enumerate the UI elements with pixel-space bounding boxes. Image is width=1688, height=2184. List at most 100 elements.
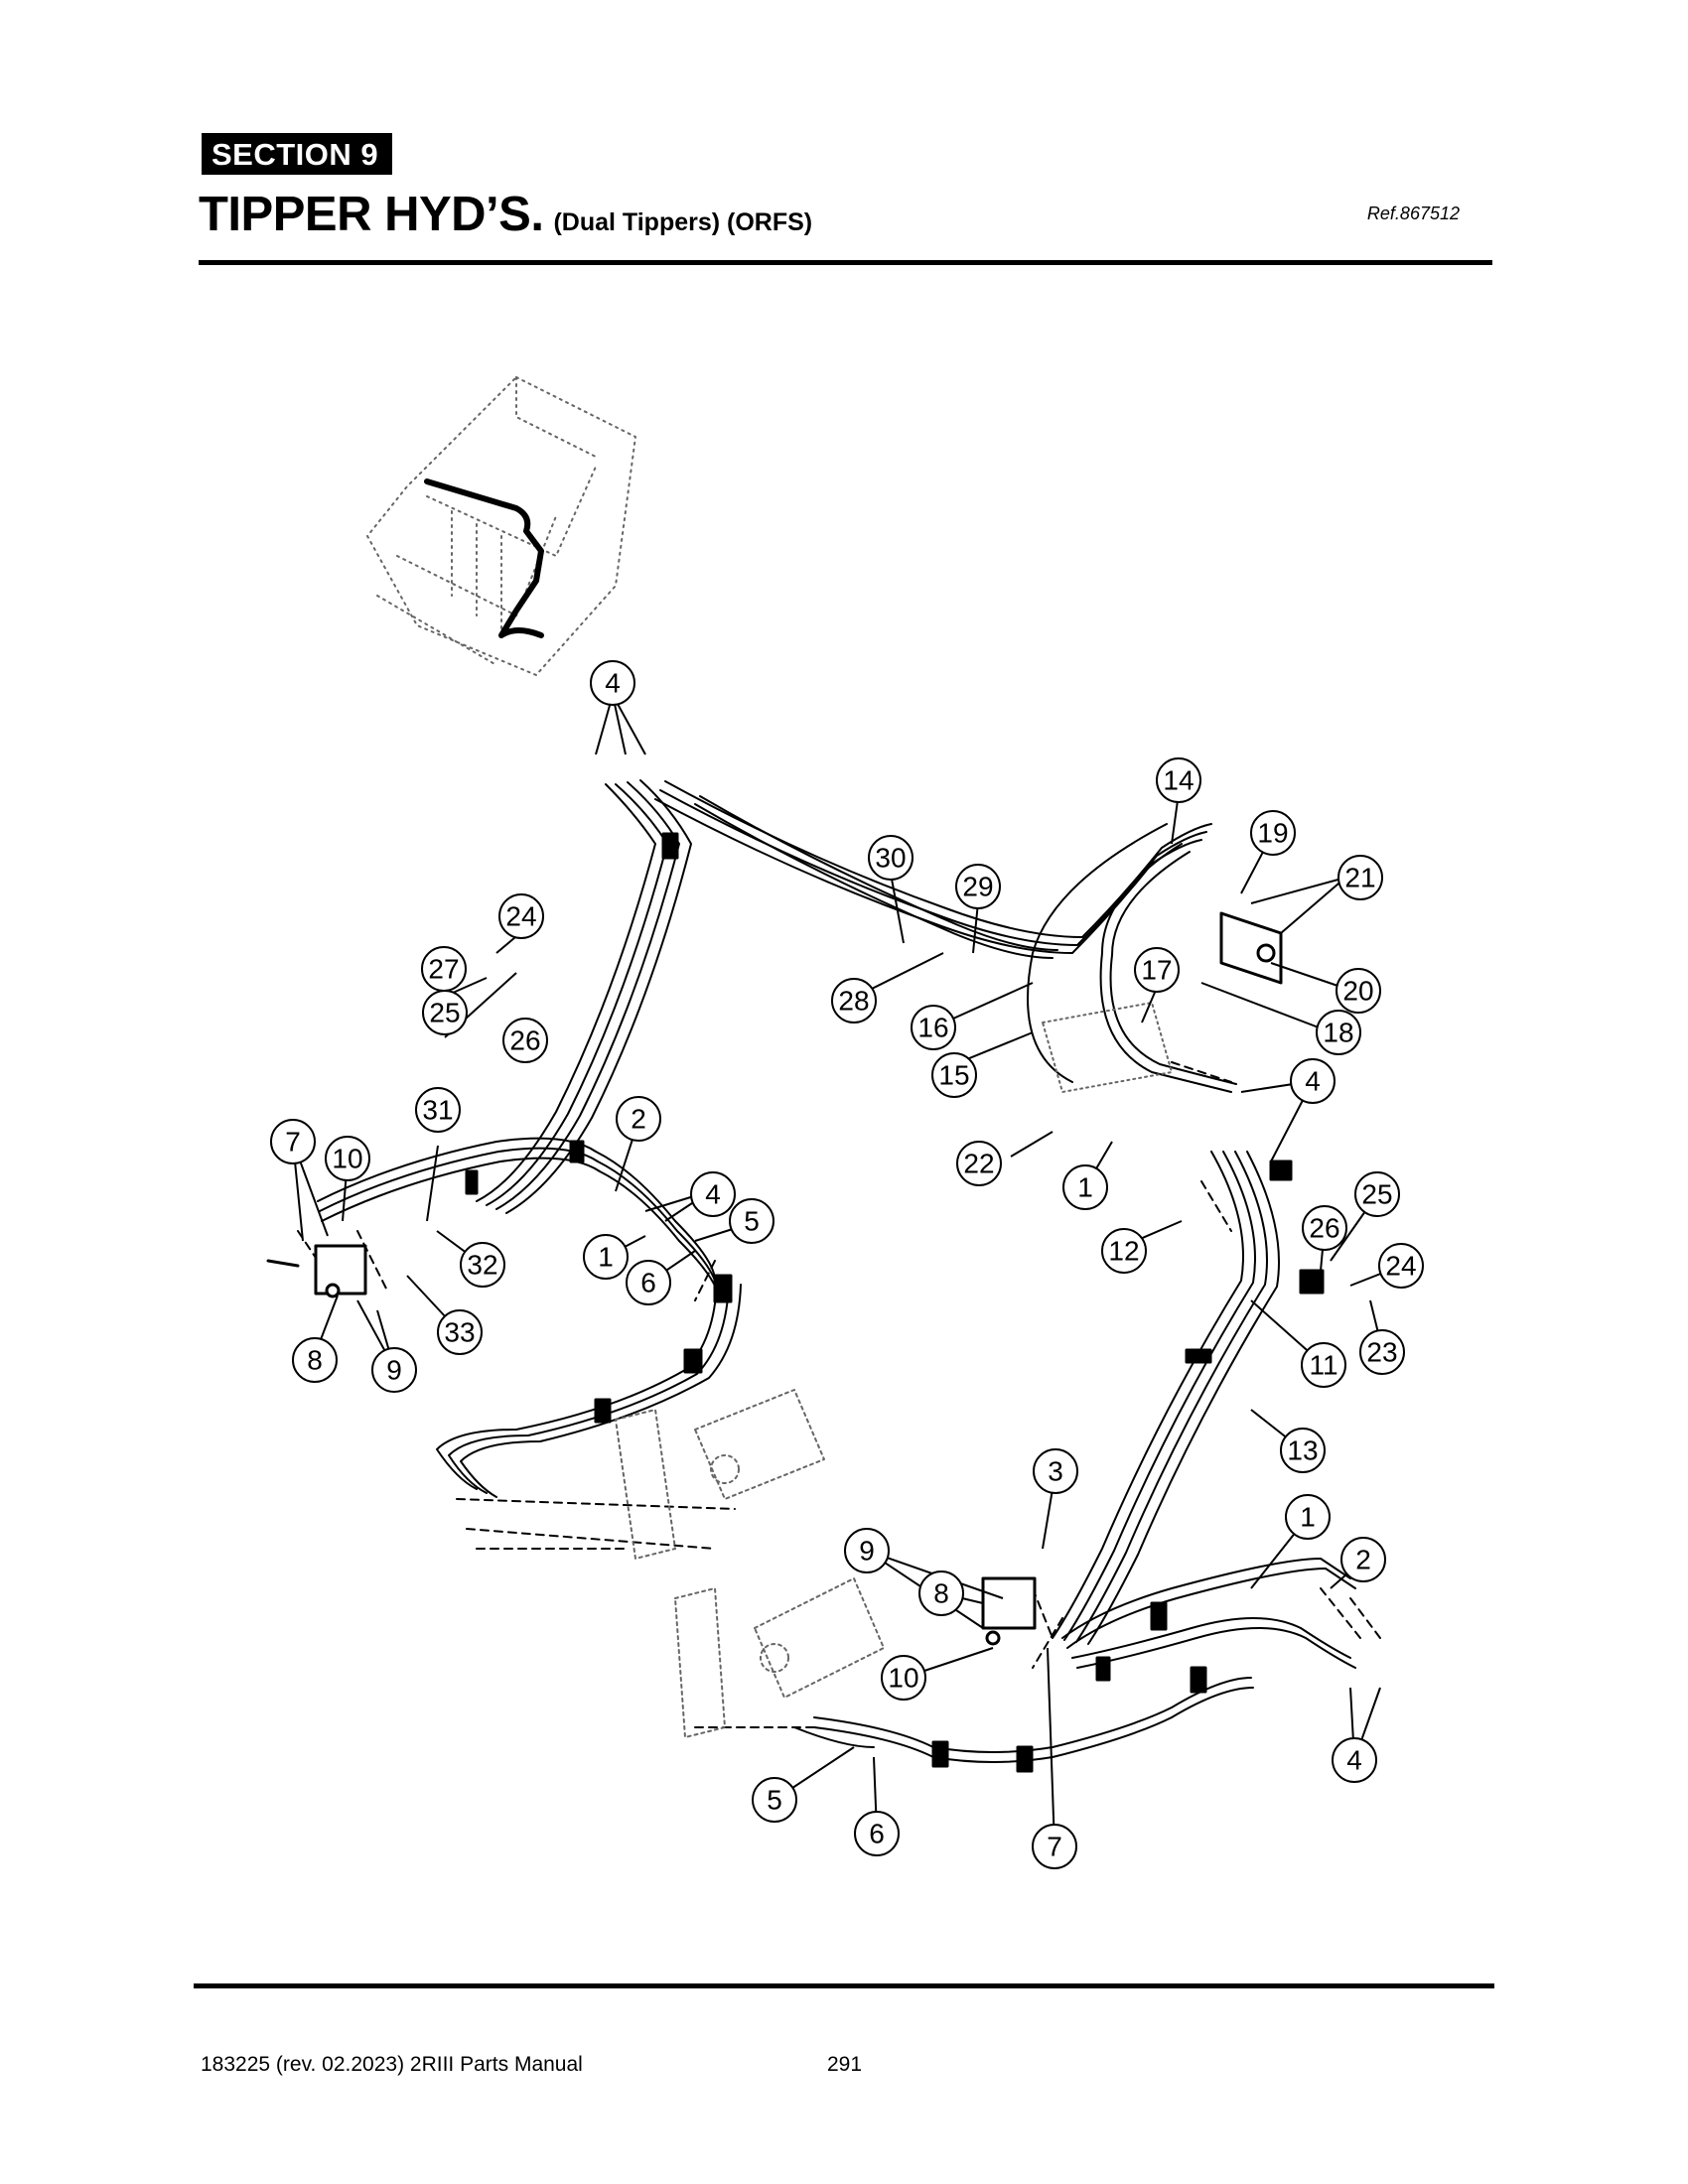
callout-bubble: 3 xyxy=(1033,1448,1078,1494)
callout-number: 23 xyxy=(1366,1337,1397,1368)
callout-number: 5 xyxy=(767,1785,782,1816)
callout-bubble: 32 xyxy=(460,1242,505,1288)
callout-number: 30 xyxy=(875,843,906,874)
callout-number: 1 xyxy=(1300,1502,1316,1533)
reference-number: Ref.867512 xyxy=(1366,204,1460,223)
hose-bundle-left xyxy=(476,779,692,1214)
callout-number: 10 xyxy=(332,1144,362,1174)
callout-bubble: 8 xyxy=(918,1570,964,1616)
callout-number: 6 xyxy=(869,1819,885,1849)
callout-number: 24 xyxy=(505,901,536,932)
hose-bundle-lower xyxy=(793,1677,1254,1763)
callout-number: 16 xyxy=(917,1013,948,1043)
callout-bubble: 14 xyxy=(1156,757,1201,803)
callout-number: 2 xyxy=(1355,1545,1371,1575)
callout-number: 11 xyxy=(1309,1350,1337,1381)
callout-bubble: 2 xyxy=(616,1096,661,1142)
callout-bubble: 7 xyxy=(1032,1824,1077,1869)
callout-bubble: 15 xyxy=(931,1052,977,1098)
callout-number: 21 xyxy=(1344,863,1375,893)
page-subtitle: (Dual Tippers) (ORFS) xyxy=(553,208,813,236)
page-number: 291 xyxy=(827,2053,863,2076)
callout-bubble: 33 xyxy=(437,1309,483,1355)
callout-number: 12 xyxy=(1108,1236,1139,1267)
callout-number: 17 xyxy=(1141,955,1172,986)
page-title: TIPPER HYD’S. xyxy=(199,188,544,241)
callout-number: 14 xyxy=(1163,765,1194,796)
callout-number: 26 xyxy=(1309,1213,1339,1244)
callout-number: 18 xyxy=(1323,1018,1353,1048)
callout-bubble: 1 xyxy=(1285,1494,1331,1540)
callout-bubble: 5 xyxy=(729,1198,774,1244)
callout-leaders xyxy=(292,694,1402,1847)
callout-bubble: 19 xyxy=(1250,810,1296,856)
callout-bubble: 4 xyxy=(590,660,635,706)
callout-number: 4 xyxy=(1305,1066,1321,1097)
hose-bundle-top xyxy=(654,780,1212,959)
callout-bubble: 23 xyxy=(1359,1329,1405,1375)
callout-bubble: 10 xyxy=(325,1136,370,1181)
hose-bundle-right-long xyxy=(1052,1151,1280,1645)
callout-bubble: 16 xyxy=(911,1005,956,1050)
callout-number: 9 xyxy=(859,1536,875,1567)
callout-number: 7 xyxy=(285,1127,301,1158)
footer-document-info: 183225 (rev. 02.2023) 2RIII Parts Manual xyxy=(201,2053,583,2076)
tipper-valve-right xyxy=(981,1576,1037,1646)
callout-bubble: 4 xyxy=(690,1171,736,1217)
callout-bubble: 26 xyxy=(502,1018,548,1063)
callout-number: 3 xyxy=(1048,1456,1063,1487)
hose-clamps xyxy=(465,832,1325,1773)
callout-bubble: 6 xyxy=(626,1260,671,1305)
callout-bubble: 25 xyxy=(422,990,468,1035)
callout-bubble: 6 xyxy=(854,1811,900,1856)
callout-bubble: 5 xyxy=(752,1777,797,1823)
callout-bubble: 13 xyxy=(1280,1428,1326,1473)
callout-number: 22 xyxy=(963,1149,994,1179)
callout-number: 32 xyxy=(467,1250,497,1281)
callout-bubble: 28 xyxy=(831,978,877,1024)
callout-bubble: 17 xyxy=(1134,947,1180,993)
callout-number: 15 xyxy=(938,1060,969,1091)
callout-number: 29 xyxy=(962,872,993,902)
callout-bubble: 25 xyxy=(1354,1171,1400,1217)
hose-left-upper xyxy=(317,1137,720,1301)
hose-loop-right xyxy=(1027,823,1237,1093)
callout-bubble: 11 xyxy=(1301,1342,1346,1388)
tipper-cylinder-right xyxy=(674,1577,885,1738)
tipper-valve-left xyxy=(266,1244,367,1298)
section-label: SECTION 9 xyxy=(202,133,393,175)
callout-bubble: 2 xyxy=(1340,1537,1386,1582)
callout-number: 25 xyxy=(1361,1179,1392,1210)
callout-number: 20 xyxy=(1342,976,1373,1007)
header-rule xyxy=(199,260,1492,265)
callout-number: 8 xyxy=(307,1345,323,1376)
callout-number: 10 xyxy=(888,1663,918,1694)
callout-bubble: 20 xyxy=(1336,968,1381,1014)
callout-bubble: 1 xyxy=(1062,1164,1108,1210)
callout-number: 33 xyxy=(444,1317,475,1348)
callout-bubble: 1 xyxy=(583,1234,629,1280)
callout-number: 27 xyxy=(428,954,459,985)
hose-bundle-lower-right xyxy=(1061,1558,1356,1669)
callout-bubble: 31 xyxy=(415,1087,461,1133)
callout-number: 8 xyxy=(933,1578,949,1609)
callout-bubble: 4 xyxy=(1332,1737,1377,1783)
valve-block-center xyxy=(1042,1002,1173,1093)
callout-number: 24 xyxy=(1385,1251,1416,1282)
callout-number: 6 xyxy=(640,1268,656,1298)
callout-number: 28 xyxy=(838,986,869,1017)
callout-number: 2 xyxy=(631,1104,646,1135)
callout-number: 25 xyxy=(429,998,460,1028)
callout-number: 7 xyxy=(1047,1832,1062,1862)
callout-number: 1 xyxy=(598,1242,614,1273)
callout-bubble: 26 xyxy=(1302,1205,1347,1251)
callout-bubble: 7 xyxy=(270,1119,316,1164)
callout-number: 19 xyxy=(1257,818,1288,849)
callout-number: 26 xyxy=(509,1025,540,1056)
callout-bubble: 4 xyxy=(1290,1058,1336,1104)
callout-bubble: 9 xyxy=(844,1528,890,1573)
callout-group: 4 14 19 21 30 29 24 27 25 26 28 17 20 16… xyxy=(270,660,1424,1869)
callout-number: 4 xyxy=(705,1179,721,1210)
callout-number: 13 xyxy=(1287,1435,1318,1466)
hose-left-lower xyxy=(436,1280,742,1498)
